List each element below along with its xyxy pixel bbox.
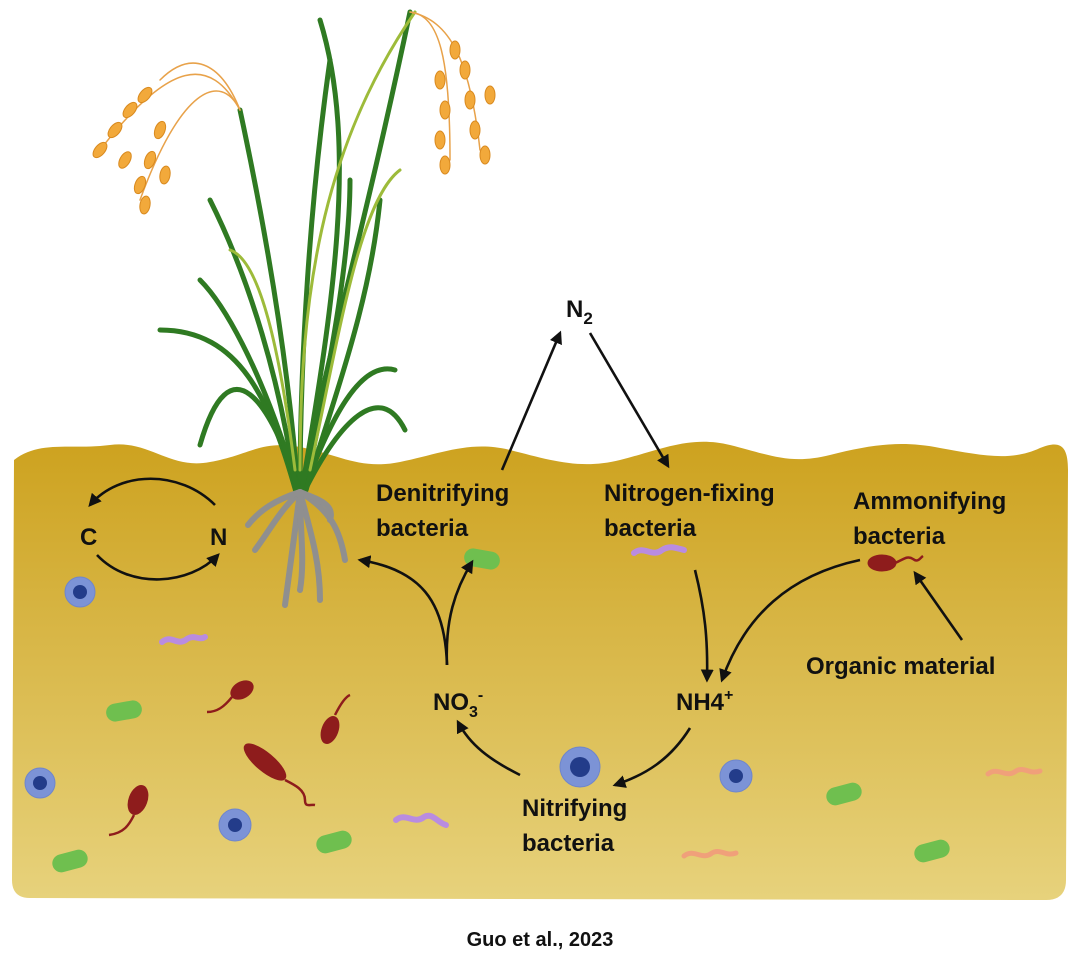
n2-label: N2 — [566, 296, 593, 328]
roots — [245, 489, 348, 608]
arrow-no3-to-root — [357, 555, 449, 666]
arrow-nitrogen-fixing-to-nh4 — [693, 569, 714, 683]
rice-plant-illustration — [92, 9, 496, 608]
green-bacteria — [52, 548, 950, 873]
citation: Guo et al., 2023 — [467, 929, 614, 951]
arrow-c-to-n — [96, 553, 220, 581]
nitrifying-label-line2: bacteria — [522, 830, 615, 857]
arrow-ammonifying-to-nh4 — [719, 558, 861, 683]
ammonifying-label-line1: Ammonifying — [853, 488, 1006, 515]
nh4-label: NH4+ — [676, 687, 733, 716]
ammonifying-label-line2: bacteria — [853, 523, 946, 550]
denitrifying-label-line2: bacteria — [376, 515, 469, 542]
carbon-label: C — [80, 524, 97, 551]
flow-arrows — [88, 330, 964, 788]
purple-bacteria — [159, 544, 687, 828]
arrow-no3-to-denitrifying — [445, 559, 474, 666]
arrow-organic-to-ammonifying — [913, 570, 964, 641]
nitrogen-fixing-label-line1: Nitrogen-fixing — [604, 480, 775, 507]
arrow-n2-to-nitrogen-fixing — [588, 332, 670, 469]
arrow-n-to-c — [88, 477, 216, 507]
arrow-denitrifying-to-n2 — [500, 330, 562, 471]
nitrifying-label-line1: Nitrifying — [522, 795, 627, 822]
soil-microbes — [24, 544, 1043, 873]
nitrogen-fixing-label-line2: bacteria — [604, 515, 697, 542]
orange-bacteria — [681, 766, 1043, 859]
nitrogen-label: N — [210, 524, 227, 551]
soil-layer — [12, 441, 1068, 900]
organic-material-label: Organic material — [806, 653, 995, 680]
arrow-nitrifying-to-no3 — [456, 719, 521, 777]
arrow-nh4-to-nitrifying — [612, 727, 692, 788]
red-bacteria — [108, 554, 924, 837]
denitrifying-label-line1: Denitrifying — [376, 480, 509, 507]
no3-label: NO3- — [433, 687, 483, 721]
rice-grains — [92, 40, 496, 215]
